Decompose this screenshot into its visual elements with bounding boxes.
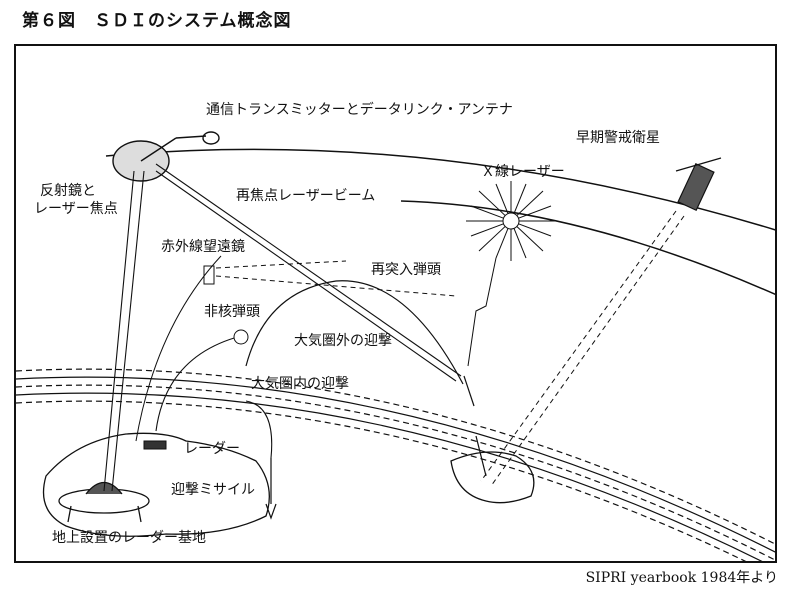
- label-exo-intercept: 大気圏外の迎撃: [294, 333, 392, 349]
- label-refocused-beam: 再焦点レーザービーム: [236, 188, 376, 204]
- x-ray-laser: [466, 181, 556, 261]
- non-nuclear-path: [155, 335, 242, 432]
- credit: SIPRI yearbook 1984年より: [585, 570, 778, 586]
- infrared-telescope: [203, 265, 215, 285]
- orbit-arc-lower: [400, 200, 775, 296]
- label-transmitter: 通信トランスミッターとデータリンク・アンテナ: [206, 102, 513, 118]
- interceptor-missile: [265, 458, 277, 520]
- launch-rocket: [463, 375, 487, 477]
- beams-to-mirror: [103, 170, 145, 492]
- right-landmass: [450, 451, 535, 504]
- diagram-drawing: [16, 131, 775, 561]
- non-nuclear-warhead: [233, 329, 249, 345]
- label-radar: レーダー: [184, 441, 240, 457]
- radar-site: [143, 440, 167, 450]
- endo-intercept-path: [245, 400, 273, 459]
- label-interceptor-missile: 迎撃ミサイル: [171, 482, 255, 498]
- refocused-beam: [155, 163, 462, 382]
- early-warning-satellite: [675, 157, 722, 212]
- label-endo-intercept: 大気圏内の迎撃: [251, 376, 349, 392]
- label-mirror-2: レーザー焦点: [34, 201, 118, 217]
- ballistic-trajectory: [245, 280, 464, 385]
- label-early-warning: 早期警戒衛星: [576, 130, 660, 146]
- radar-path: [135, 255, 222, 442]
- label-reentry-warhead: 再突入弾頭: [371, 262, 441, 278]
- label-non-nuclear: 非核弾頭: [204, 304, 260, 320]
- telescope-sight-lines: [215, 260, 457, 297]
- diagram-frame: 通信トランスミッターとデータリンク・アンテナ 早期警戒衛星 反射鏡と レーザー焦…: [14, 44, 777, 563]
- label-ground-radar-base: 地上設置のレーダー基地: [52, 530, 206, 546]
- mirror-satellite: [112, 131, 220, 182]
- label-x-ray-laser: Ｘ線レーザー: [481, 164, 565, 180]
- atmosphere-bands: [16, 368, 775, 561]
- warning-sight-lines: [480, 210, 685, 487]
- orbit-arc-upper: [105, 148, 775, 231]
- x-ray-beam: [467, 257, 497, 367]
- left-landmass: [42, 432, 270, 537]
- figure-title: 第６図 ＳＤＩのシステム概念図: [22, 11, 292, 31]
- label-infrared-telescope: 赤外線望遠鏡: [161, 239, 245, 255]
- label-mirror-1: 反射鏡と: [40, 183, 96, 199]
